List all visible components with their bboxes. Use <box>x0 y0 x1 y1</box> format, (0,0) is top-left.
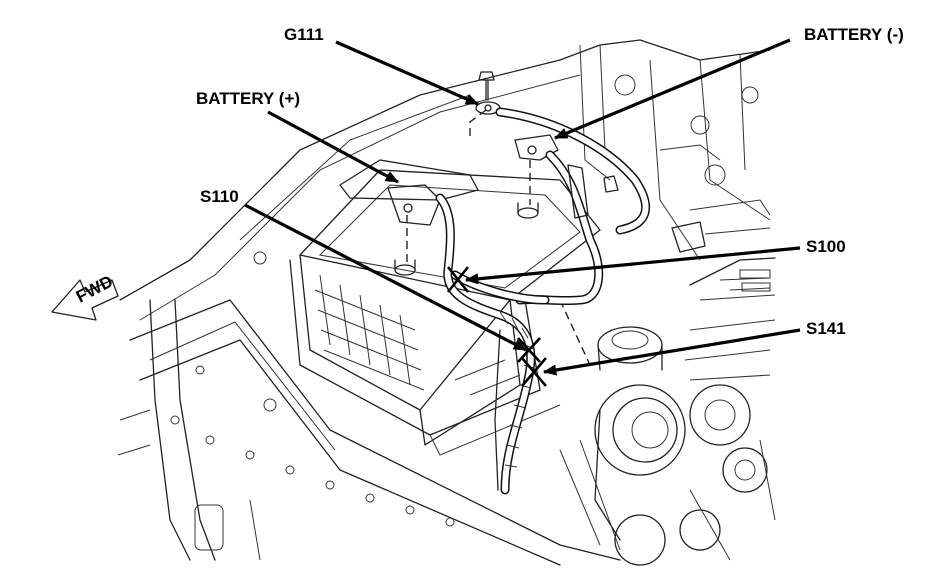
s100-label: S100 <box>806 237 846 256</box>
splice-markers <box>446 266 547 387</box>
forward-arrow: FWD <box>51 272 119 321</box>
s110-label: S110 <box>200 187 239 206</box>
g111-leader <box>335 40 480 106</box>
s100-leader <box>464 246 801 285</box>
battery-positive-label: BATTERY (+) <box>196 89 300 108</box>
s141-label: S141 <box>806 319 846 338</box>
fwd-label: FWD <box>73 272 116 307</box>
battery-cables <box>387 107 651 495</box>
s100-splice-mark <box>446 266 470 293</box>
battery-negative-label: BATTERY (-) <box>804 25 904 44</box>
g111-label: G111 <box>284 25 324 44</box>
callout-labels: G111 BATTERY (-) BATTERY (+) S110 S100 S… <box>196 25 904 338</box>
mounting-lines <box>406 109 591 366</box>
s141-leader <box>542 328 801 376</box>
battery-vent-grid <box>314 274 425 391</box>
engine-accessories <box>559 326 776 566</box>
s141-splice-mark <box>521 357 547 387</box>
g111-ground-bolt <box>475 71 501 115</box>
vehicle-body-structure <box>117 39 776 566</box>
battery-neg-leader <box>553 38 791 140</box>
leader-lines <box>244 38 801 376</box>
battery-pos-leader <box>267 110 399 184</box>
s110-leader <box>244 203 527 352</box>
